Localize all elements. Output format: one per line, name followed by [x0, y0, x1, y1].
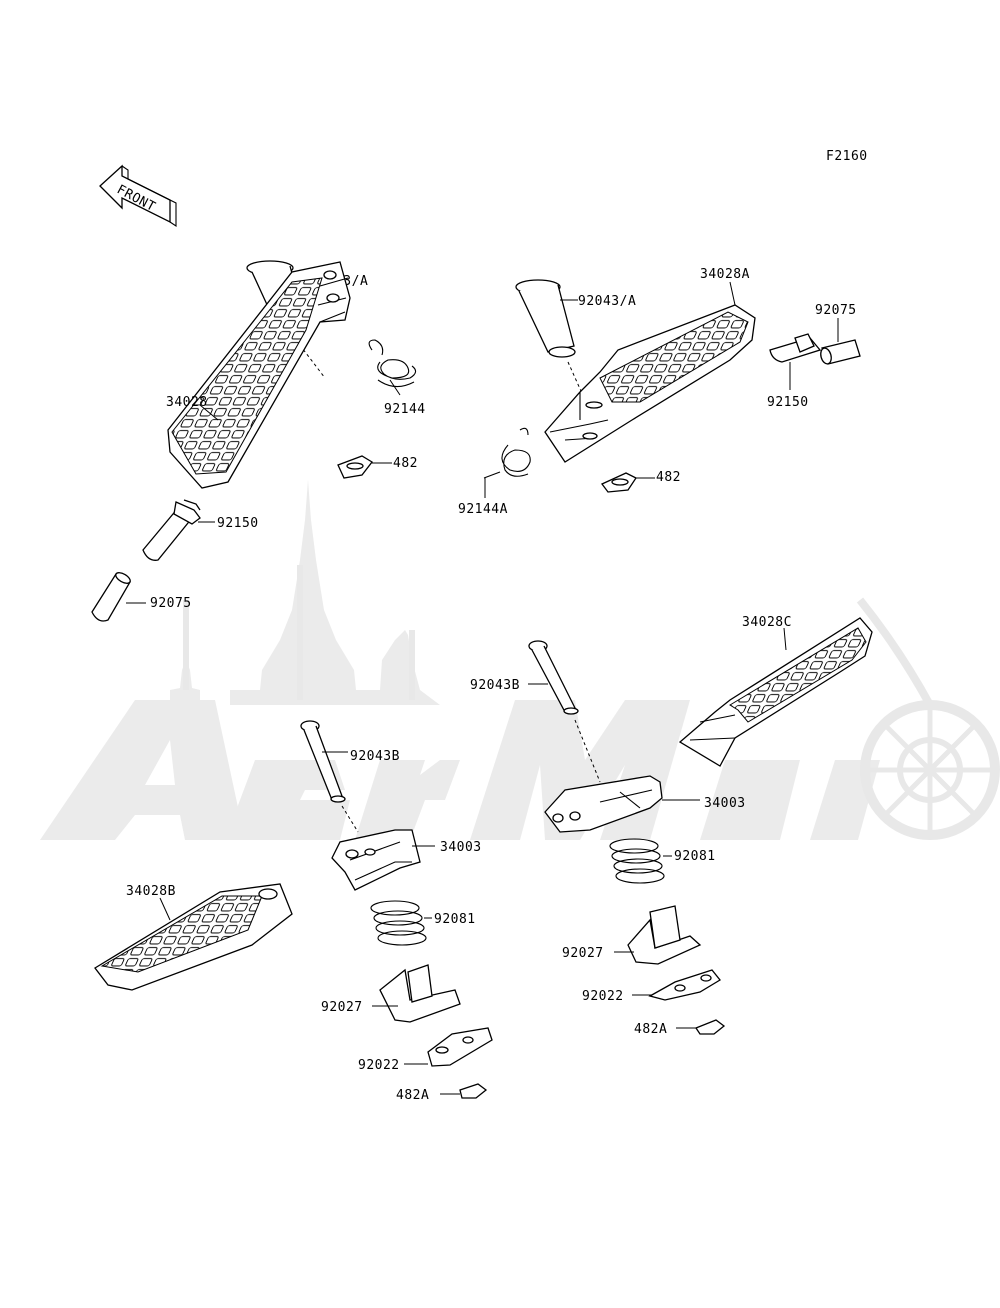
label-clip-front-left: 482 [393, 456, 418, 471]
label-clip-rear-left: 482A [396, 1088, 429, 1103]
plate-rear-right [648, 969, 721, 1001]
cap-front-left [91, 572, 131, 622]
bracket-rear-left [331, 829, 421, 891]
label-footpeg-front-right: 34028A [700, 267, 750, 282]
label-plate-rear-left: 92022 [358, 1058, 400, 1073]
clip-front-right [600, 472, 637, 493]
label-footpeg-rear-right: 34028C [742, 615, 792, 630]
pin-front-right [515, 279, 586, 401]
bolt-front-right [769, 333, 822, 363]
spring-front-left [368, 339, 417, 388]
footpeg-rear-right [678, 617, 873, 767]
label-clip-rear-right: 482A [634, 1022, 667, 1037]
pin-rear-left [300, 720, 359, 833]
label-bracket-rear-left: 34003 [440, 840, 482, 855]
label-pin-rear-right: 92043B [470, 678, 520, 693]
label-cap-front-left: 92075 [150, 596, 192, 611]
label-holder-rear-right: 92027 [562, 946, 604, 961]
label-clip-front-right: 482 [656, 470, 681, 485]
footpeg-front-right [544, 304, 756, 463]
label-footpeg-front-left: 34028 [166, 395, 208, 410]
label-holder-rear-left: 92027 [321, 1000, 363, 1015]
bracket-rear-right [544, 775, 663, 833]
holder-rear-right [627, 905, 702, 965]
label-bolt-front-right: 92150 [767, 395, 809, 410]
footpeg-front-left [167, 261, 351, 489]
label-spring-front-left: 92144 [384, 402, 426, 417]
clip-rear-left [459, 1083, 488, 1099]
label-cap-front-right: 92075 [815, 303, 857, 318]
label-footpeg-rear-left: 34028B [126, 884, 176, 899]
label-spring-rear-right: 92081 [674, 849, 716, 864]
spring-front-right [483, 427, 531, 479]
label-bolt-front-left: 92150 [217, 516, 259, 531]
footpeg-rear-left [94, 883, 293, 991]
holder-rear-left [379, 964, 461, 1023]
front-direction-arrow: FRONT [99, 164, 177, 228]
label-spring-rear-left: 92081 [434, 912, 476, 927]
spring-rear-right [609, 838, 665, 884]
label-pin-front-right: 92043/A [578, 294, 636, 309]
spring-rear-left [370, 900, 427, 946]
clip-front-left [337, 455, 373, 479]
bolt-front-left [142, 499, 201, 561]
cap-front-right [820, 339, 861, 365]
label-pin-rear-left: 92043B [350, 749, 400, 764]
label-bracket-rear-right: 34003 [704, 796, 746, 811]
clip-rear-right [695, 1019, 726, 1035]
figure-code: F2160 [826, 149, 868, 164]
plate-rear-left [427, 1027, 493, 1067]
pin-rear-right [528, 640, 601, 783]
label-spring-front-right: 92144A [458, 502, 508, 517]
label-plate-rear-right: 92022 [582, 989, 624, 1004]
